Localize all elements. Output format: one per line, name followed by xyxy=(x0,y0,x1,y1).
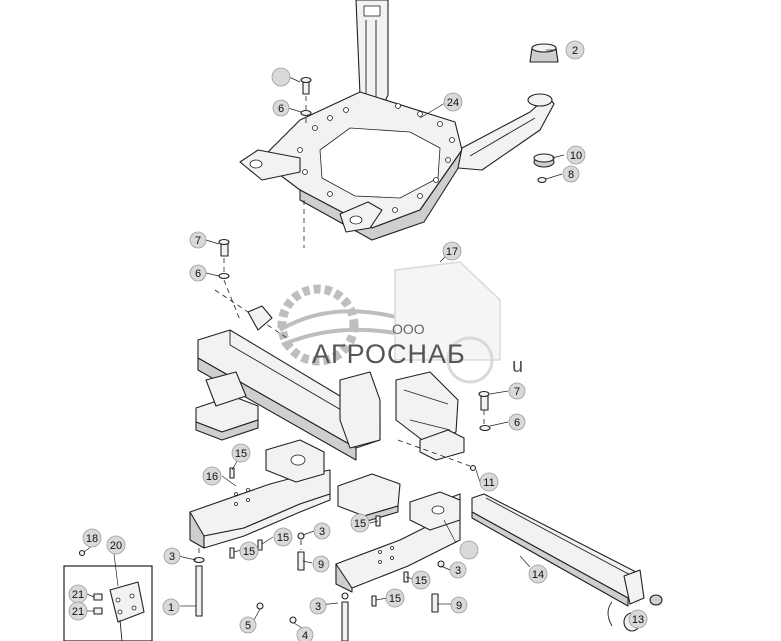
callout-15-b: 15 xyxy=(350,513,370,533)
callout-3-d: 3 xyxy=(309,597,327,615)
callout-4: 4 xyxy=(296,626,314,641)
callout-13: 13 xyxy=(628,609,648,629)
callout-3-a: 3 xyxy=(313,522,331,540)
watermark-logo xyxy=(277,261,501,384)
svg-text:9: 9 xyxy=(318,559,324,571)
svg-text:15: 15 xyxy=(243,546,255,558)
svg-text:21: 21 xyxy=(72,589,84,601)
callout-6-top: 6 xyxy=(272,99,290,117)
callout-24 xyxy=(459,540,479,560)
callout-2: 2 xyxy=(565,40,585,60)
svg-text:13: 13 xyxy=(632,614,644,626)
svg-text:7: 7 xyxy=(514,386,520,398)
svg-text:21: 21 xyxy=(72,606,84,618)
svg-text:17: 17 xyxy=(446,246,458,258)
callout-14: 14 xyxy=(528,564,548,584)
svg-text:20: 20 xyxy=(110,540,122,552)
callout-3-b: 3 xyxy=(163,547,181,565)
svg-text:2: 2 xyxy=(572,45,578,57)
callout-15-d: 15 xyxy=(239,541,259,561)
svg-text:18: 18 xyxy=(86,533,98,545)
callout-17: 17 xyxy=(442,241,462,261)
svg-text:15: 15 xyxy=(389,593,401,605)
svg-text:3: 3 xyxy=(455,565,461,577)
callout-10: 10 xyxy=(566,145,586,165)
callout-22: 24 xyxy=(443,92,463,112)
svg-text:6: 6 xyxy=(514,417,520,429)
svg-text:10: 10 xyxy=(570,150,582,162)
callout-6-left: 6 xyxy=(189,264,207,282)
left-weight-block xyxy=(189,439,401,624)
svg-text:5: 5 xyxy=(245,620,251,632)
callout-6-right: 6 xyxy=(508,413,526,431)
svg-text:15: 15 xyxy=(354,518,366,530)
svg-text:7: 7 xyxy=(195,235,201,247)
callout-8: 8 xyxy=(562,165,580,183)
svg-text:1: 1 xyxy=(168,602,174,614)
callout-16: 16 xyxy=(202,466,222,486)
callout-15-e: 15 xyxy=(411,570,431,590)
callout-15-f: 15 xyxy=(385,588,405,608)
svg-text:3: 3 xyxy=(315,601,321,613)
callout-7-left: 7 xyxy=(189,231,207,249)
watermark-suffix: u xyxy=(512,355,523,377)
watermark-brand: АГРОСНАБ xyxy=(312,339,466,369)
callout-5: 5 xyxy=(239,616,257,634)
callout-9-a: 9 xyxy=(312,555,330,573)
callout-23 xyxy=(271,67,291,87)
callout-11: 11 xyxy=(479,472,499,492)
callout-3-c: 3 xyxy=(449,561,467,579)
callout-15-a: 15 xyxy=(231,443,251,463)
callout-1: 1 xyxy=(162,598,180,616)
svg-text:16: 16 xyxy=(206,471,218,483)
svg-text:3: 3 xyxy=(169,551,175,563)
callout-9-b: 9 xyxy=(450,596,468,614)
callout-21-b: 21 xyxy=(68,601,88,621)
callout-15-c: 15 xyxy=(273,527,293,547)
leader-lines xyxy=(83,49,637,629)
svg-text:15: 15 xyxy=(235,448,247,460)
svg-text:3: 3 xyxy=(319,526,325,538)
svg-text:15: 15 xyxy=(277,532,289,544)
callout-18: 18 xyxy=(82,528,102,548)
tie-bar xyxy=(469,464,663,632)
svg-text:6: 6 xyxy=(195,268,201,280)
svg-text:15: 15 xyxy=(415,575,427,587)
callouts: 2 6 24 10 8 7 17 6 7 6 15 16 11 15 3 15 … xyxy=(68,40,648,641)
callout-20: 20 xyxy=(106,535,126,555)
cross-beam-assembly xyxy=(195,238,491,467)
upper-support-frame xyxy=(239,0,559,248)
watermark-prefix: ООО xyxy=(392,321,425,337)
callout-7-right: 7 xyxy=(508,382,526,400)
right-weight-block xyxy=(335,491,461,641)
svg-text:24: 24 xyxy=(447,97,459,109)
svg-text:8: 8 xyxy=(568,169,574,181)
svg-text:14: 14 xyxy=(532,569,544,581)
svg-text:6: 6 xyxy=(278,103,284,115)
svg-text:11: 11 xyxy=(483,477,494,489)
svg-text:9: 9 xyxy=(456,600,462,612)
svg-text:4: 4 xyxy=(302,630,308,641)
callout-21-a: 21 xyxy=(68,584,88,604)
